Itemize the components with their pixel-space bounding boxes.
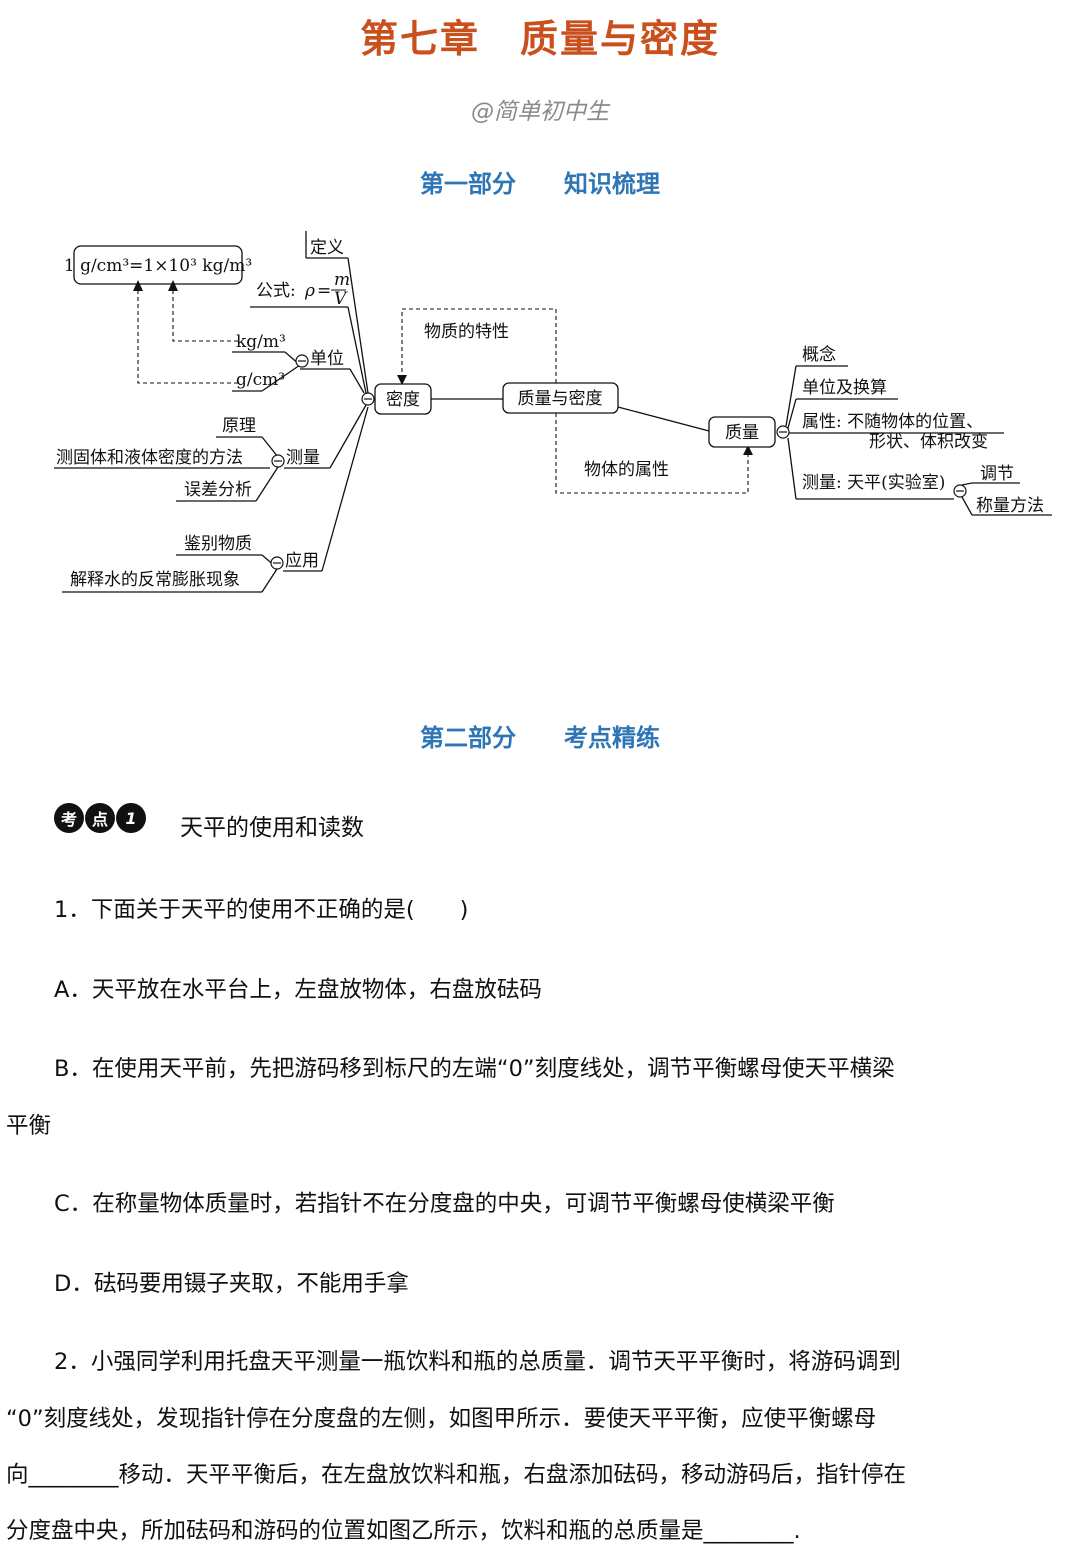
center-node-label: 质量与密度 xyxy=(518,389,603,409)
question-2-line3: 向________移动．天平平衡后，在左盘放饮料和瓶，右盘添加砝码，移动游码后，… xyxy=(6,1462,907,1488)
measure-mass-label: 测量: 天平(实验室) xyxy=(802,473,945,493)
mass-node-label: 质量 xyxy=(725,423,759,443)
option-c: C．在称量物体质量时，若指针不在分度盘的中央，可调节平衡螺母使横梁平衡 xyxy=(54,1191,835,1217)
kaodian-badge: 考 点 1 xyxy=(54,803,147,833)
option-a: A．天平放在水平台上，左盘放物体，右盘放砝码 xyxy=(54,977,542,1003)
option-b-line1: B．在使用天平前，先把游码移到标尺的左端“0”刻度线处，调节平衡螺母使天平横梁 xyxy=(54,1056,895,1082)
center-node xyxy=(502,382,619,414)
attribute-line1: 属性: 不随物体的位置、 xyxy=(802,412,983,432)
mind-map: 1 g/cm³=1×10³ kg/m³ 定义 公式: ρ = m V kg/m³… xyxy=(54,231,1052,593)
option-b-line2: 平衡 xyxy=(6,1113,52,1139)
unit-gcm3: g/cm³ xyxy=(236,370,285,390)
method-label: 测固体和液体密度的方法 xyxy=(56,448,243,468)
formula-rho: ρ xyxy=(304,281,315,301)
part2-heading: 第二部分 考点精练 xyxy=(420,724,660,752)
concept-label: 概念 xyxy=(802,344,836,365)
formula-m: m xyxy=(334,270,350,290)
question-2-line2: “0”刻度线处，发现指针停在分度盘的左侧，如图甲所示．要使天平平衡，应使平衡螺母 xyxy=(6,1406,877,1432)
question-1: 1．下面关于天平的使用不正确的是( ) xyxy=(54,897,469,923)
principle-label: 原理 xyxy=(222,416,256,436)
explain-water-label: 解释水的反常膨胀现象 xyxy=(70,570,240,590)
kaodian-char1: 考 xyxy=(54,803,84,833)
kaodian-char2: 点 xyxy=(85,803,115,833)
substance-property-label: 物质的特性 xyxy=(424,322,509,342)
identify-label: 鉴别物质 xyxy=(184,534,252,554)
density-node-label: 密度 xyxy=(386,390,420,410)
watermark: @简单初中生 xyxy=(471,99,609,125)
formula-v: V xyxy=(334,289,348,309)
formula-label: 公式: xyxy=(256,281,296,301)
unit-branch-label: 单位 xyxy=(310,349,344,369)
definition-label: 定义 xyxy=(310,238,344,258)
unit-conv-label: 单位及换算 xyxy=(802,378,887,398)
mass-node xyxy=(708,416,776,448)
part1-heading: 第一部分 知识梳理 xyxy=(420,170,660,198)
unit-kgm3: kg/m³ xyxy=(236,332,286,352)
adjust-label: 调节 xyxy=(980,464,1014,484)
question-2-line1: 2．小强同学利用托盘天平测量一瓶饮料和瓶的总质量．调节天平平衡时，将游码调到 xyxy=(54,1349,901,1375)
apply-branch-label: 应用 xyxy=(285,551,319,571)
kaodian-number: 1 xyxy=(116,803,146,833)
weigh-method-label: 称量方法 xyxy=(976,496,1044,516)
error-analysis-label: 误差分析 xyxy=(184,480,252,500)
kaodian-title: 天平的使用和读数 xyxy=(180,815,364,841)
measure-branch-label: 测量 xyxy=(286,448,320,468)
object-attribute-label: 物体的属性 xyxy=(584,460,669,480)
option-d: D．砝码要用镊子夹取，不能用手拿 xyxy=(54,1271,409,1297)
attribute-line2: 形状、体积改变 xyxy=(869,432,988,452)
formula-equals: = xyxy=(317,281,331,301)
question-2-line4: 分度盘中央，所加砝码和游码的位置如图乙所示，饮料和瓶的总质量是________. xyxy=(6,1518,801,1544)
unit-conversion-text: 1 g/cm³=1×10³ kg/m³ xyxy=(64,256,252,276)
chapter-title: 第七章 质量与密度 xyxy=(359,17,720,61)
unit-conversion-box xyxy=(73,245,243,285)
